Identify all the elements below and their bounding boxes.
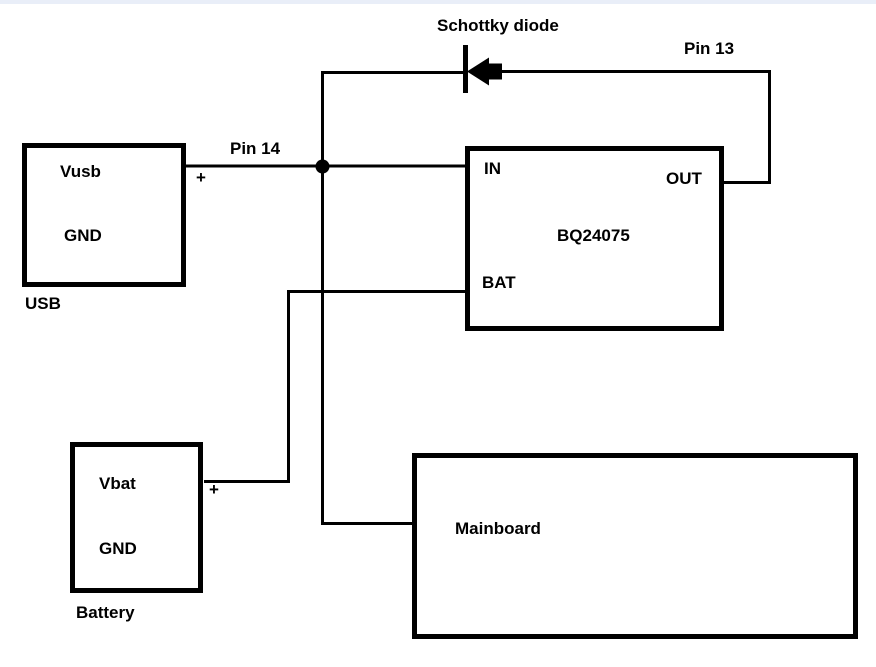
- schottky-diode-label: Schottky diode: [437, 16, 559, 35]
- battery-vbat-pin-label: Vbat: [99, 474, 136, 493]
- battery-to-charger-bat-wire: [204, 290, 467, 483]
- usb-box-outline: [22, 143, 186, 287]
- usb-vusb-pin-label: Vusb: [60, 162, 101, 181]
- pin-13-label: Pin 13: [684, 39, 735, 58]
- usb-gnd-pin-label: GND: [64, 226, 102, 245]
- junction-to-mainboard-wire: [321, 71, 414, 525]
- battery-caption: Battery: [76, 603, 135, 622]
- top-strip: [0, 0, 876, 4]
- diode-arrow: [467, 57, 502, 86]
- battery-polarity-plus: +: [209, 480, 219, 499]
- battery-gnd-pin-label: GND: [99, 539, 137, 558]
- junction-dot: [315, 159, 330, 174]
- pin-14-label: Pin 14: [230, 139, 281, 158]
- charger-name-label: BQ24075: [557, 226, 630, 245]
- battery-box-outline: [70, 442, 203, 593]
- usb-polarity-plus: +: [196, 168, 206, 187]
- diode-to-charger-out-wire: [500, 70, 771, 184]
- charger-in-pin-label: IN: [484, 159, 501, 178]
- usb-caption: USB: [25, 294, 61, 313]
- charger-box-outline: [465, 146, 724, 331]
- mainboard-box-outline: [412, 453, 858, 639]
- mainboard-caption: Mainboard: [455, 519, 541, 538]
- charger-bat-pin-label: BAT: [482, 273, 516, 292]
- schottky-diode-icon: [463, 45, 502, 93]
- charger-out-pin-label: OUT: [666, 169, 702, 188]
